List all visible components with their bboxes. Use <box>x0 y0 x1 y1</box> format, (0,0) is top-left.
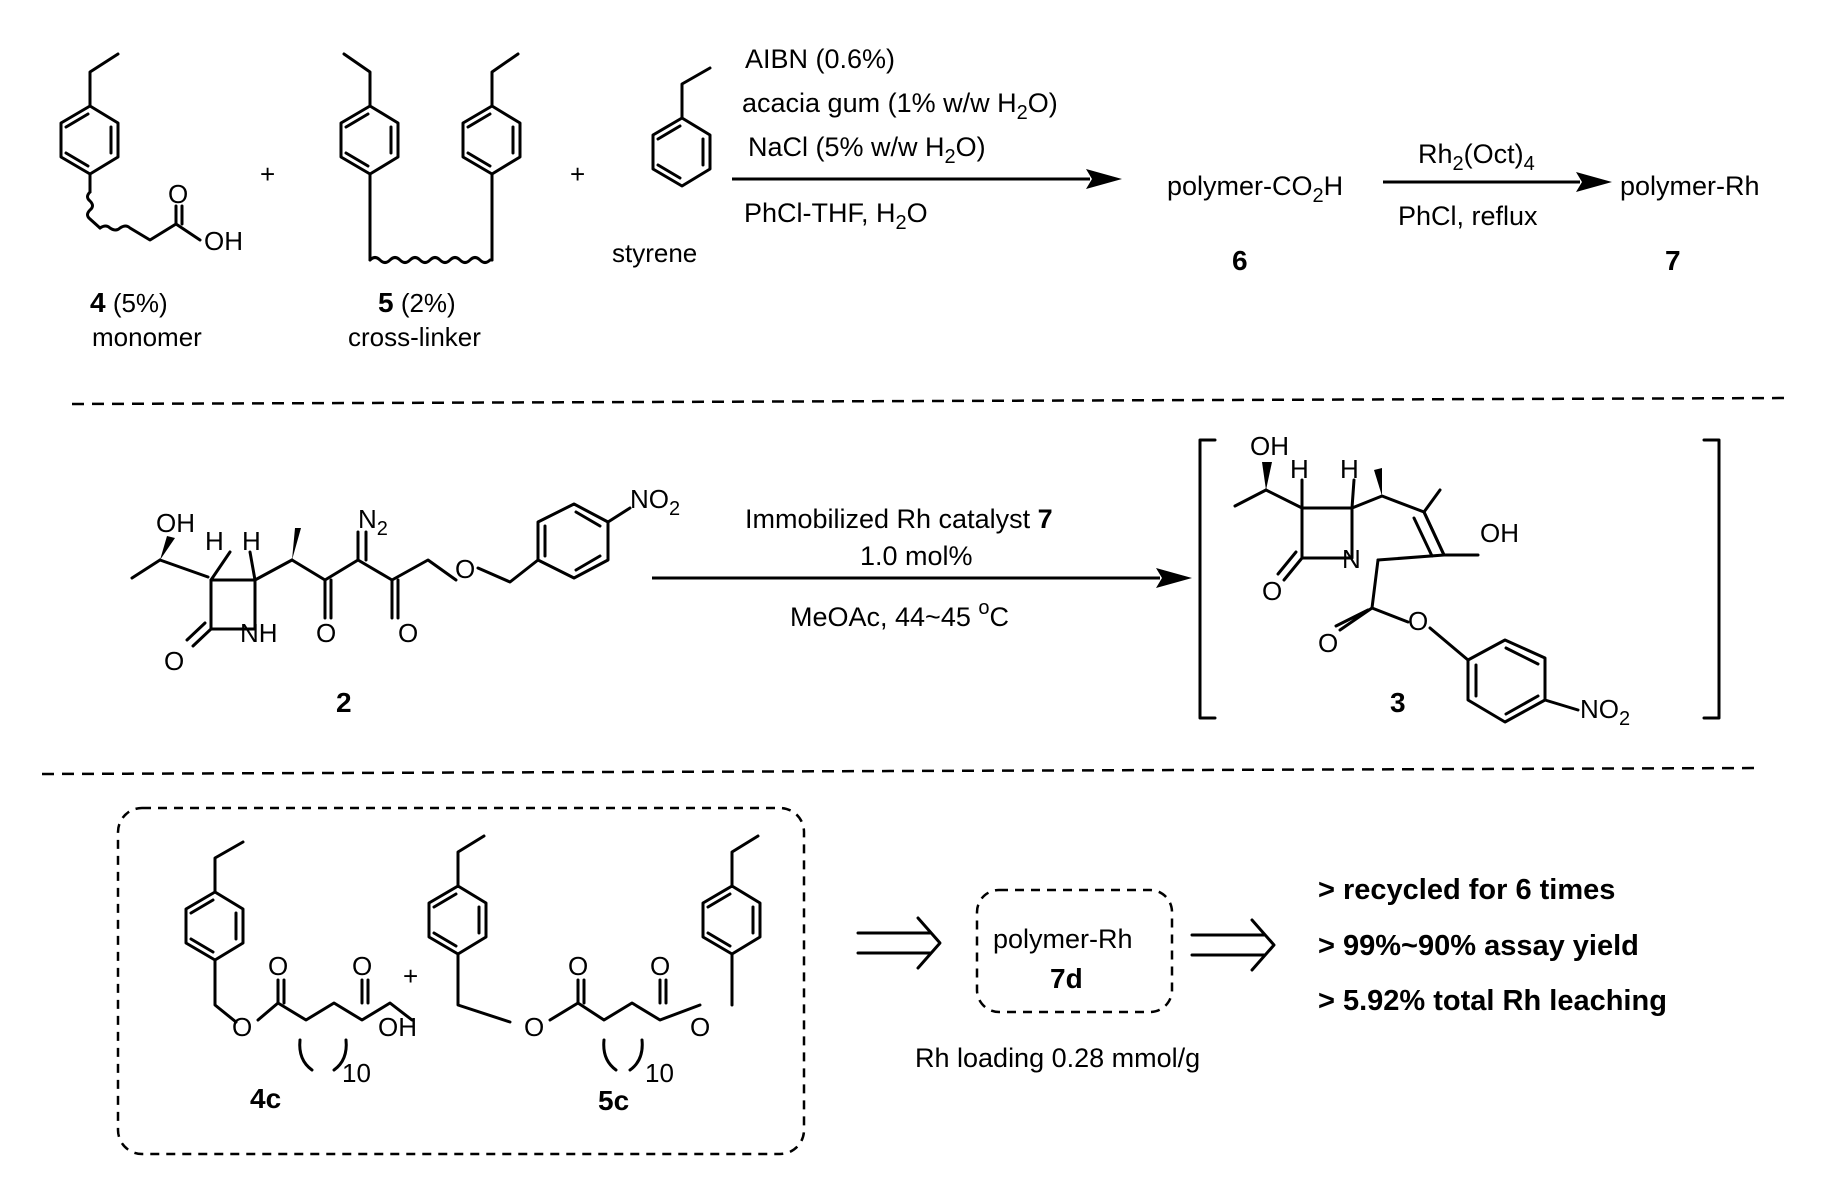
cond-solvent-temp: MeOAc, 44~45 oC <box>790 597 1009 632</box>
rh-loading: Rh loading 0.28 mmol/g <box>915 1043 1200 1073</box>
cond-catalyst: Immobilized Rh catalyst 7 <box>745 504 1053 534</box>
plus-sign-3: + <box>403 961 418 991</box>
result-yield: > 99%~90% assay yield <box>1318 930 1639 962</box>
compound-4c-number: 4c <box>250 1083 281 1114</box>
compound-3-number: 3 <box>1390 687 1406 718</box>
compound-2-structure <box>130 502 632 648</box>
product-6-number: 6 <box>1232 245 1248 276</box>
c3-nitro: NO2 <box>1580 694 1630 730</box>
plus-sign-2: + <box>570 159 585 189</box>
product-7d-name: polymer-Rh <box>993 924 1133 954</box>
product-7-number: 7 <box>1665 245 1681 276</box>
product-6-name: polymer-CO2H <box>1167 171 1343 207</box>
c5c-o1: O <box>568 951 588 981</box>
arrow-metalation <box>1383 172 1612 192</box>
c3-ester-o: O <box>1318 628 1338 658</box>
divider-2 <box>41 766 1761 776</box>
c4c-repeat: 10 <box>342 1058 371 1088</box>
c4c-oh: OH <box>378 1012 417 1042</box>
monomer-label: 4 (5%) <box>90 287 168 318</box>
c2-nitro: NO2 <box>630 484 680 520</box>
c3-h2: H <box>1340 454 1359 484</box>
arrow-polymerization <box>732 169 1122 189</box>
result-leaching: > 5.92% total Rh leaching <box>1318 985 1667 1017</box>
c5c-o3: O <box>524 1012 544 1042</box>
c4c-o2: O <box>352 951 372 981</box>
compound-3-structure <box>1198 438 1721 724</box>
c4c-o1: O <box>268 951 288 981</box>
styrene-structure <box>651 66 712 188</box>
cond-aibn: AIBN (0.6%) <box>745 44 895 74</box>
compound-5c-number: 5c <box>598 1085 629 1116</box>
compound-2-number: 2 <box>336 687 352 718</box>
c2-ketone-o: O <box>316 618 336 648</box>
c5c-o4: O <box>690 1012 710 1042</box>
c2-ester-o: O <box>398 618 418 648</box>
product-7-name: polymer-Rh <box>1620 171 1760 201</box>
double-arrow-2 <box>1190 918 1276 972</box>
monomer-box <box>116 806 806 1156</box>
c3-oh: OH <box>1250 431 1289 461</box>
crosslinker-role: cross-linker <box>348 322 481 352</box>
c2-h1: H <box>205 526 224 556</box>
cond-acacia: acacia gum (1% w/w H2O) <box>742 88 1058 124</box>
c3-h1: H <box>1290 454 1309 484</box>
rh-step-conditions: PhCl, reflux <box>1398 201 1538 231</box>
c2-oh: OH <box>156 508 195 538</box>
compound-4c-structure <box>184 840 414 1072</box>
result-recycled: > recycled for 6 times <box>1318 874 1615 906</box>
c3-enol-oh: OH <box>1480 518 1519 548</box>
c2-lactam-o: O <box>164 646 184 676</box>
c3-lactam-o: O <box>1262 576 1282 606</box>
crosslinker-label: 5 (2%) <box>378 287 456 318</box>
c3-n: N <box>1342 544 1361 574</box>
compound-5c-structure <box>427 834 762 1072</box>
plus-sign-1: + <box>260 159 275 189</box>
rh-reagent: Rh2(Oct)4 <box>1418 139 1535 175</box>
styrene-label: styrene <box>612 238 697 268</box>
arrow-cyclization <box>652 568 1192 588</box>
cond-loading: 1.0 mol% <box>860 541 973 571</box>
c5c-repeat: 10 <box>645 1058 674 1088</box>
product-7d-number: 7d <box>1050 963 1083 994</box>
monomer-carbonyl-o: O <box>168 179 188 209</box>
c3-ester-oxygen: O <box>1408 606 1428 636</box>
c5c-o2: O <box>650 951 670 981</box>
cond-solvent: PhCl-THF, H2O <box>744 198 928 234</box>
cond-nacl: NaCl (5% w/w H2O) <box>748 132 986 168</box>
divider-1 <box>71 396 1791 406</box>
c2-h2: H <box>242 526 261 556</box>
c2-ester-oxygen: O <box>455 554 475 584</box>
c2-nh: NH <box>240 618 278 648</box>
c2-diazo: N2 <box>358 504 388 540</box>
polymerization-conditions: AIBN (0.6%) acacia gum (1% w/w H2O) NaCl… <box>742 44 1058 234</box>
crosslinker-5-structure <box>339 52 522 264</box>
monomer-oh: OH <box>204 226 243 256</box>
monomer-role: monomer <box>92 322 202 352</box>
c4c-o3: O <box>232 1012 252 1042</box>
product-7d-box <box>975 888 1174 1014</box>
double-arrow-1 <box>856 916 942 970</box>
monomer-4-structure: O OH <box>59 52 243 256</box>
